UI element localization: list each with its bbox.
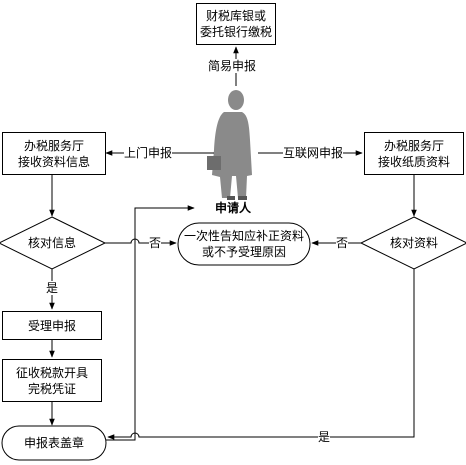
notice-label: 一次性告知应补正资料 或不予受理原因 [183, 229, 304, 259]
simple-declare-label: 简易申报 [208, 59, 257, 73]
internet-declare-label: 互联网申报 [283, 146, 344, 160]
edge-yes-right [107, 269, 415, 440]
no-right-label: 否 [336, 236, 349, 250]
applicant-person-icon [207, 90, 252, 200]
no-left-label: 否 [149, 236, 162, 250]
yes-right-label: 是 [318, 430, 331, 444]
onsite-declare-label: 上门申报 [124, 146, 173, 160]
hall-right-box: 办税服务厅 接收纸质资料 [364, 132, 464, 175]
check-info-label: 核对信息 [27, 236, 76, 250]
applicant-label: 申请人 [215, 201, 252, 215]
accept-box: 受理申报 [2, 311, 102, 340]
hall-left-box: 办税服务厅 接收资料信息 [2, 132, 106, 175]
stamp-terminal [1, 425, 107, 461]
edge-no-left [105, 238, 177, 246]
check-docs-label: 核对资料 [389, 236, 438, 250]
yes-left-label: 是 [46, 281, 59, 295]
notice-terminal [177, 222, 311, 266]
stamp-label: 申报表盖章 [23, 436, 84, 450]
tax-bank-box: 财税库银或 委托银行缴税 [196, 3, 276, 45]
collect-box: 征收税款开具 完税凭证 [2, 359, 102, 402]
